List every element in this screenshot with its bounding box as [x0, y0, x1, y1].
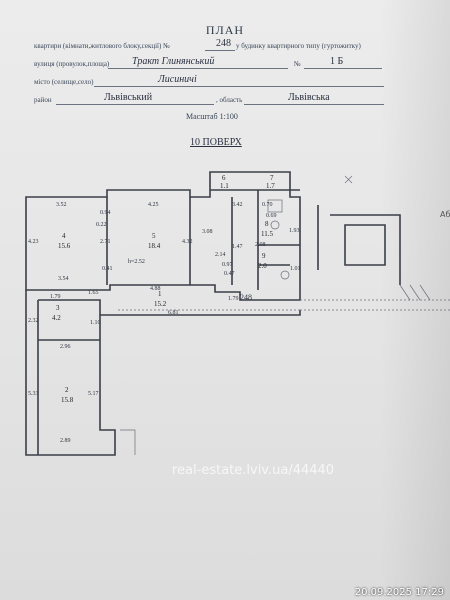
dim-u: 1.79 [228, 296, 239, 302]
line1-suffix: у будинку квартирного типу (гуртожитку) [236, 42, 361, 50]
floor-title: 10 ПОВЕРХ [190, 137, 242, 148]
bathtub-fixture [267, 199, 283, 213]
room-3-area: 4.2 [52, 314, 61, 322]
dim-left: 4.23 [28, 239, 39, 245]
dim-n: 1.47 [232, 244, 243, 250]
dim-c: 2.71 [100, 239, 111, 245]
district-underline [56, 104, 214, 105]
dim-i: 2.08 [255, 242, 266, 248]
city-underline [94, 86, 384, 87]
scale-text: Масштаб 1:100 [186, 112, 238, 121]
room-1-area: 15.2 [154, 300, 167, 308]
corridor-lines [118, 299, 450, 311]
dim-top-mid: 4.25 [148, 202, 159, 208]
street-underline [108, 68, 288, 69]
region-value: Львівська [288, 92, 330, 103]
toilet-fixture [280, 270, 290, 280]
district-label: район [34, 96, 52, 104]
room-9-area: 2.0 [258, 262, 267, 270]
number-value: 1 Б [330, 56, 344, 67]
room-8-area: 11.5 [261, 230, 273, 238]
hatching [399, 284, 431, 301]
dim-w: 1.10 [90, 320, 101, 326]
room-6-area: 1.1 [220, 182, 229, 190]
dim-g: 0.69 [266, 213, 277, 219]
room-4-area: 15.6 [58, 242, 71, 250]
city-value: Лисиничі [158, 74, 197, 85]
dim-v: 2.32 [28, 318, 39, 324]
room-6-id: 6 [222, 174, 226, 182]
city-label: місто (селище,село) [34, 78, 94, 86]
room-9-id: 9 [262, 252, 266, 260]
line1-prefix: квартири (кімнати,житлового блоку,секції… [34, 42, 170, 50]
apartment-number-mark: 248 [240, 293, 252, 302]
dim-x: 2.96 [60, 344, 71, 350]
number-underline [304, 68, 382, 69]
dim-r: 1.79 [50, 294, 61, 300]
timestamp: 20.09.2025 17:29 [354, 587, 444, 598]
inner-walls-lower [37, 299, 101, 455]
street-value: Тракт Глинянський [132, 56, 215, 67]
plan-number-underline [205, 50, 235, 51]
dim-p: 0.41 [102, 266, 113, 272]
room-7-area: 1.7 [266, 182, 275, 190]
outer-wall-lower [25, 290, 301, 456]
entry-notch [120, 429, 136, 455]
ceiling-height: h=2.52 [128, 259, 145, 265]
dim-o: 3.54 [58, 276, 69, 282]
page-shadow [380, 0, 450, 600]
outer-wall-upper [25, 171, 301, 301]
region-label: , область [216, 96, 243, 104]
room-1-id: 1 [158, 290, 162, 298]
number-label: № [294, 60, 301, 68]
vent-mark [344, 175, 353, 184]
dim-f: 0.70 [262, 202, 273, 208]
inner-walls-upper [106, 189, 300, 290]
dim-q: 1.65 [88, 290, 99, 296]
dim-s: 4.88 [150, 286, 161, 292]
dim-h: 1.93 [289, 228, 300, 234]
dim-t: 6.81 [168, 310, 179, 316]
dim-l: 0.47 [224, 271, 235, 277]
stairwell [317, 205, 401, 285]
dim-m: 1.01 [290, 266, 301, 272]
dim-k: 0.97 [222, 262, 233, 268]
district-value: Львівський [104, 92, 153, 103]
dim-a: 0.94 [100, 210, 111, 216]
dim-z: 5.17 [88, 391, 99, 397]
plan-title: ПЛАН [205, 23, 245, 37]
room-7-id: 7 [270, 174, 274, 182]
cutoff-text: Аб [440, 210, 450, 219]
room-5-area: 18.4 [148, 242, 161, 250]
sink-fixture [270, 220, 280, 230]
room-2-area: 15.8 [61, 396, 74, 404]
room-3-id: 3 [56, 304, 60, 312]
dim-top-right: 3.42 [232, 202, 243, 208]
dim-e: 3.08 [202, 229, 213, 235]
room-2-id: 2 [65, 386, 69, 394]
dim-y: 5.33 [28, 391, 39, 397]
room-4-id: 4 [62, 232, 66, 240]
room-8-id: 8 [265, 220, 269, 228]
watermark: real-estate.lviv.ua/44440 [172, 463, 335, 478]
dim-top-left: 3.52 [56, 202, 67, 208]
plan-number: 248 [216, 38, 231, 49]
street-label: вулиця (провулок,площа) [34, 60, 110, 68]
room-5-id: 5 [152, 232, 156, 240]
dim-d: 4.32 [182, 239, 193, 245]
dim-b: 0.22 [96, 222, 107, 228]
dim-bottom: 2.89 [60, 438, 71, 444]
dim-j: 2.14 [215, 252, 226, 258]
region-underline [244, 104, 384, 105]
